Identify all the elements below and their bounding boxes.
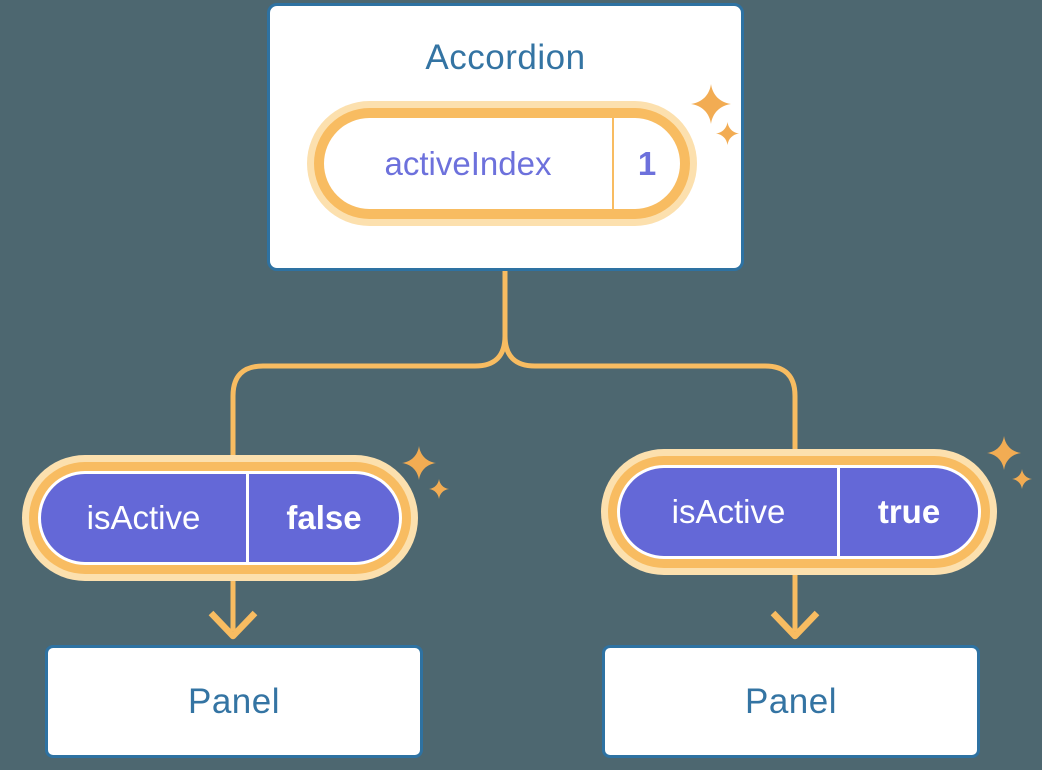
panel-component-box-right: Panel	[602, 645, 980, 758]
state-pill-activeindex: activeIndex 1	[307, 101, 697, 226]
arrow-down-icon	[208, 610, 258, 640]
sparkle-icon	[987, 436, 1021, 470]
prop-value: false	[249, 474, 399, 562]
branch-line-right	[502, 335, 798, 460]
prop-pill-isactive-false: isActive false	[22, 455, 418, 581]
state-name: activeIndex	[384, 144, 552, 182]
pill-divider	[612, 118, 614, 209]
accordion-title: Accordion	[425, 38, 586, 77]
sparkle-icon	[691, 84, 731, 124]
panel-title: Panel	[744, 681, 838, 721]
state-value: 1	[637, 144, 657, 182]
sparkle-icon	[716, 122, 739, 145]
arrow-down-icon	[770, 610, 820, 640]
panel-title: Panel	[187, 681, 281, 721]
sparkle-icon	[402, 446, 436, 480]
sparkle-icon	[1012, 469, 1032, 489]
prop-value: true	[840, 468, 978, 556]
prop-name: isActive	[620, 468, 837, 556]
prop-name: isActive	[41, 474, 246, 562]
prop-pill-isactive-true: isActive true	[601, 449, 997, 575]
branch-line-left	[230, 271, 508, 465]
sparkle-icon	[429, 479, 449, 499]
panel-component-box-left: Panel	[45, 645, 423, 758]
